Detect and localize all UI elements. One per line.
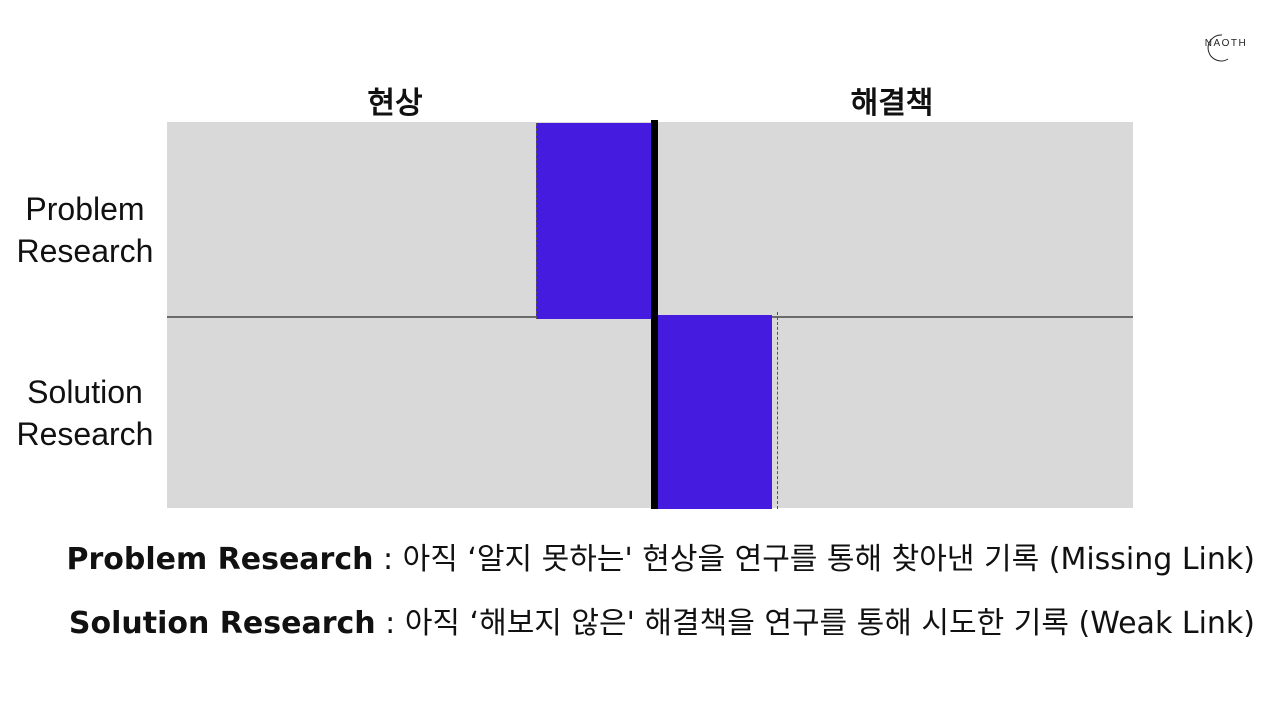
- row-label-line: Problem: [25, 191, 145, 227]
- caption-solution-research: Solution Research : 아직 ‘해보지 않은' 해결책을 연구를…: [69, 598, 1255, 642]
- caption-term: Problem Research: [66, 542, 374, 577]
- caption-text: : 아직 ‘해보지 않은' 해결책을 연구를 통해 시도한 기록 (Weak L…: [375, 606, 1255, 641]
- center-divider: [651, 120, 658, 509]
- problem-dashed-edge: [536, 123, 537, 319]
- row-label-problem-research: Problem Research: [10, 188, 160, 272]
- solution-research-block: [658, 315, 772, 509]
- caption-term: Solution Research: [68, 606, 376, 641]
- caption-problem-research: Problem Research : 아직 ‘알지 못하는' 현상을 연구를 통…: [66, 534, 1255, 578]
- naoth-logo: NAOTH: [1192, 32, 1260, 62]
- logo-arc-icon: [1207, 34, 1229, 62]
- column-heading-solution: 해결책: [850, 86, 934, 121]
- row-label-line: Research: [16, 416, 154, 452]
- logo-text: NAOTH: [1204, 38, 1248, 49]
- solution-dashed-edge: [777, 312, 778, 509]
- row-label-line: Research: [16, 233, 154, 269]
- caption-text: : 아직 ‘알지 못하는' 현상을 연구를 통해 찾아낸 기록 (Missing…: [373, 542, 1255, 577]
- problem-research-block: [536, 123, 651, 319]
- row-label-line: Solution: [27, 374, 143, 410]
- row-label-solution-research: Solution Research: [10, 371, 160, 455]
- column-heading-phenomenon: 현상: [367, 86, 423, 121]
